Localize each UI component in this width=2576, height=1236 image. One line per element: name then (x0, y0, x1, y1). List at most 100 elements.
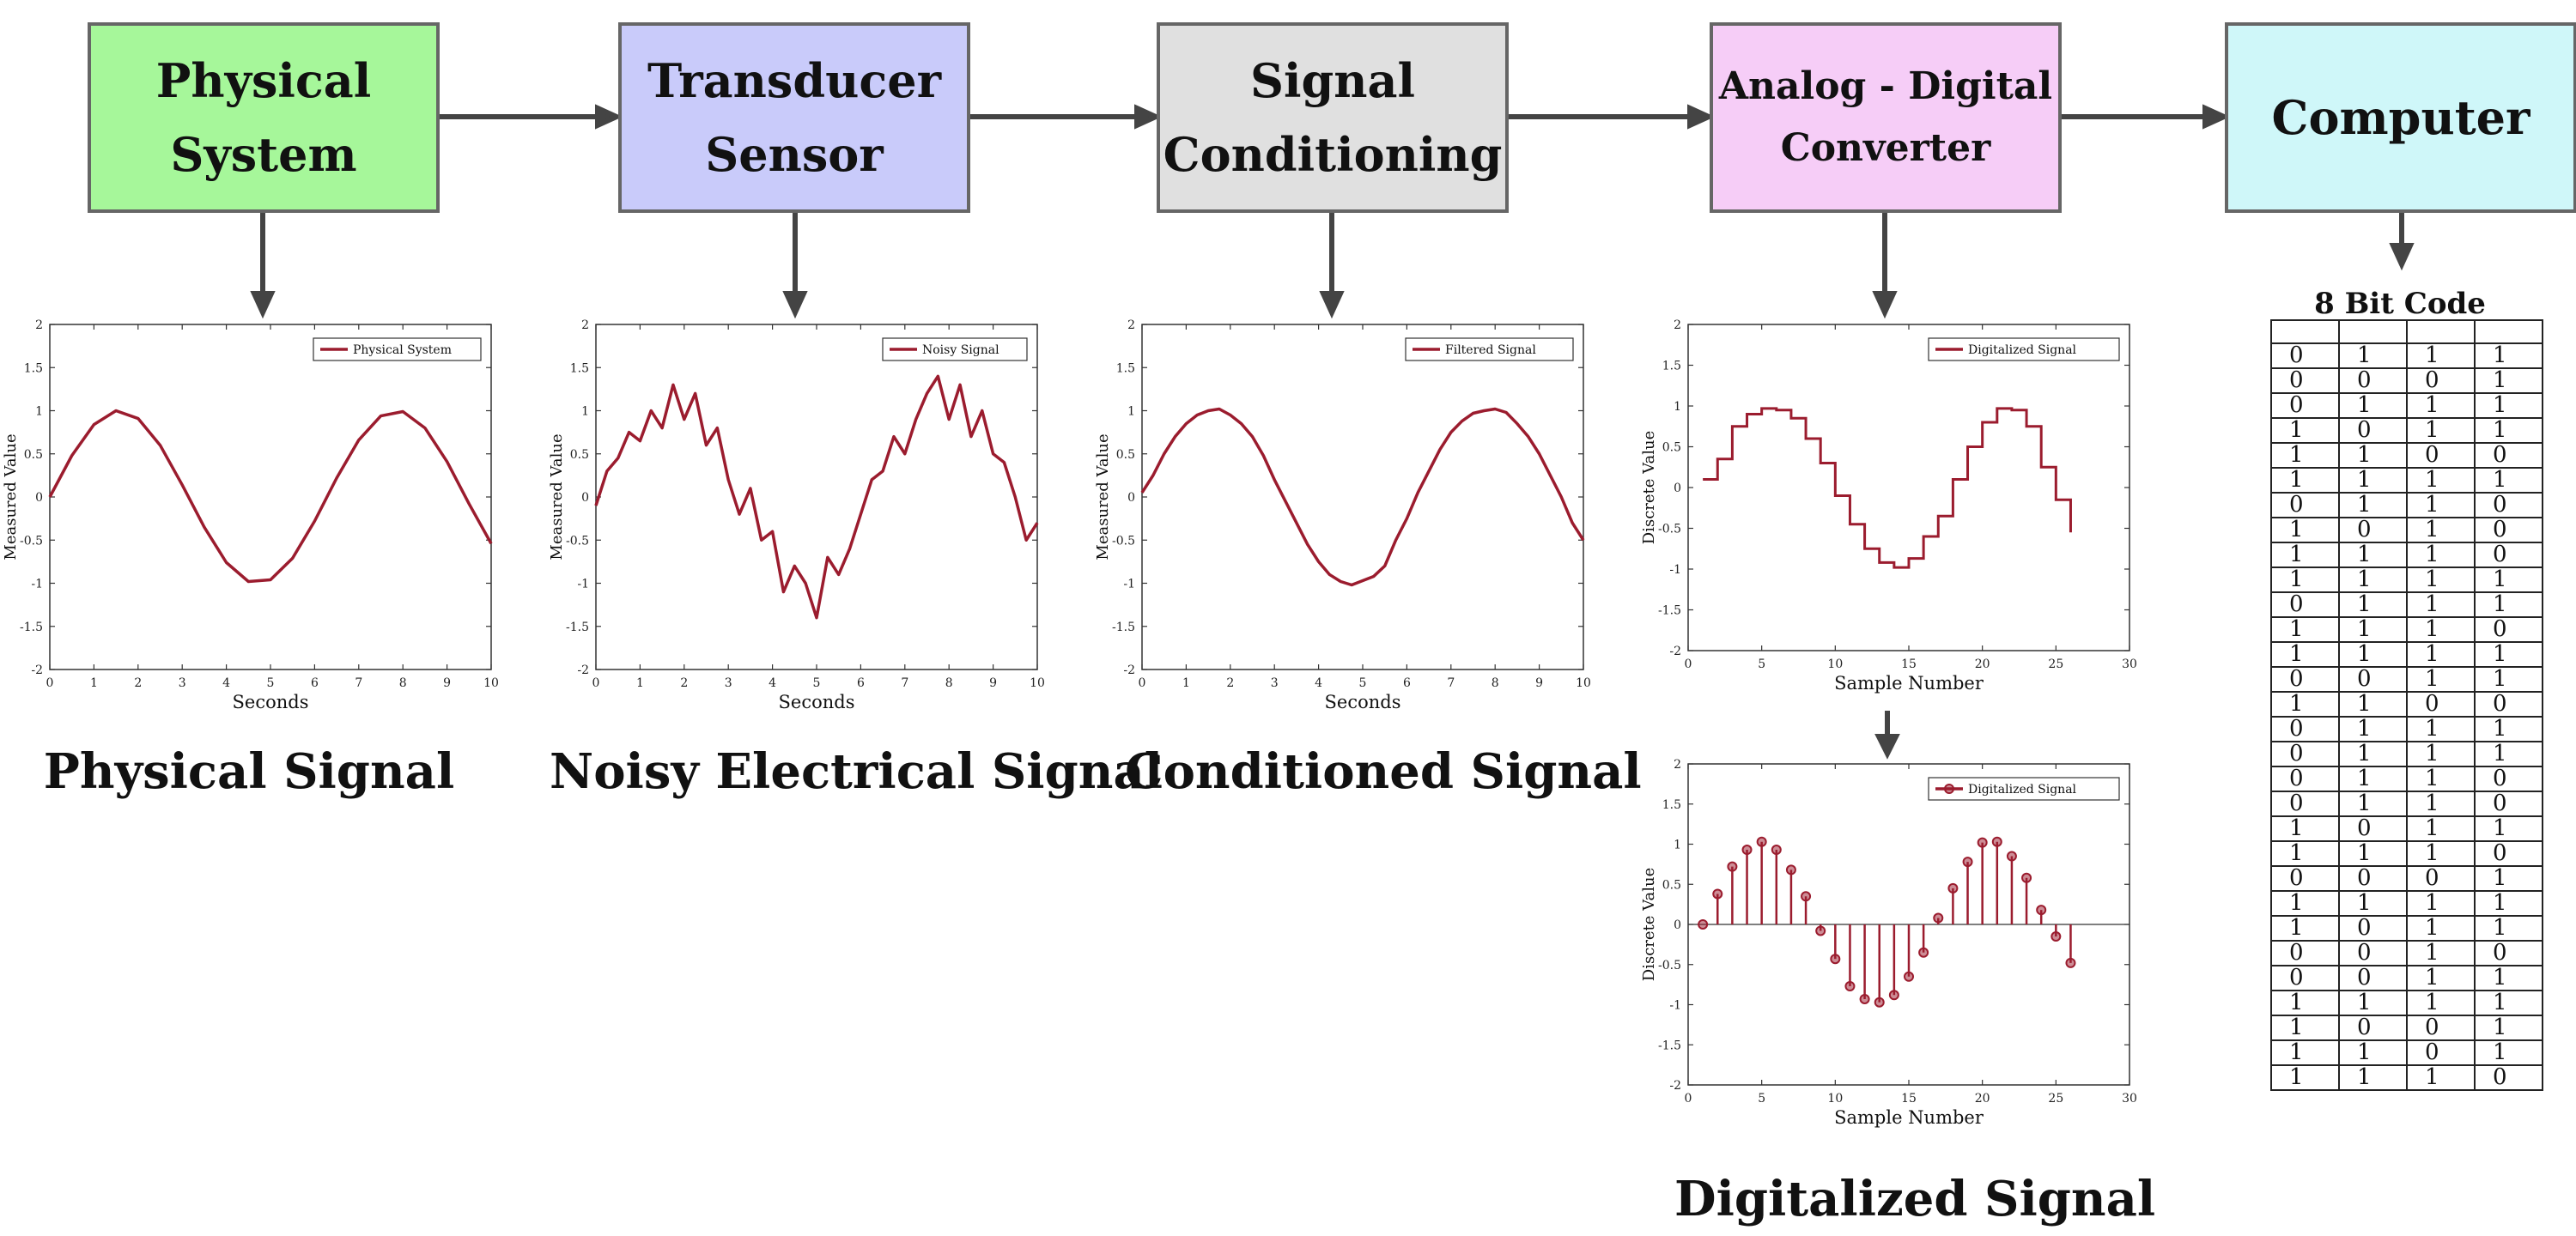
arrowhead-4 (2202, 104, 2231, 130)
x-tick-label: 30 (2122, 1092, 2137, 1106)
bit-cell: 1 (2474, 865, 2543, 892)
x-tick-label: 3 (179, 676, 186, 690)
y-tick-label: 0.5 (1662, 441, 1681, 455)
x-tick-label: 9 (443, 676, 451, 690)
bit-cell: 0 (2474, 517, 2543, 543)
bit-cell: 1 (2474, 890, 2543, 917)
y-tick-label: -2 (31, 663, 43, 677)
y-axis-label: Measured Value (1094, 433, 1112, 560)
block-label: Analog - Digital Converter (1718, 64, 2053, 170)
x-tick-label: 2 (1226, 676, 1234, 690)
x-axis-label: Sample Number (1834, 673, 1984, 694)
bit-cell: 1 (2406, 965, 2476, 991)
bit-cell: 1 (2270, 442, 2340, 469)
bit-cell: 1 (2474, 367, 2543, 394)
bit-cell: 0 (2270, 342, 2340, 369)
bit-cell: 1 (2406, 666, 2476, 693)
y-tick-label: 0.5 (1662, 878, 1681, 892)
bit-cell: 0 (2406, 442, 2476, 469)
bit-cell: 1 (2406, 392, 2476, 419)
y-axis-label: Measured Value (548, 433, 566, 560)
bit-cell: 0 (2338, 1015, 2408, 1041)
y-tick-label: 0 (581, 491, 589, 505)
y-tick-label: 0.5 (570, 448, 589, 462)
stem-marker (2021, 872, 2032, 883)
y-tick-label: -1.5 (1112, 621, 1135, 634)
bit-cell: 1 (2406, 815, 2476, 842)
stem-marker (1991, 836, 2002, 847)
x-axis-label: Seconds (779, 692, 855, 712)
x-tick-label: 4 (1315, 676, 1322, 690)
bit-cell: 1 (2338, 766, 2408, 792)
y-tick-label: -2 (577, 663, 589, 677)
bit-cell: 0 (2338, 865, 2408, 892)
bit-cell: 1 (2406, 467, 2476, 494)
series-line (1140, 407, 1585, 587)
bit-cell: 1 (2474, 566, 2543, 593)
y-tick-label: 1.5 (1662, 360, 1681, 373)
legend-label: Digitalized Signal (1968, 783, 2077, 797)
bit-cell: 1 (2270, 1039, 2340, 1066)
bit-cell: 1 (2474, 1039, 2543, 1066)
legend-label: Filtered Signal (1445, 343, 1536, 357)
bit-cell: 0 (2406, 865, 2476, 892)
x-tick-label: 10 (1030, 676, 1045, 690)
x-axis-label: Seconds (1325, 692, 1401, 712)
block-transducer-sensor: Transducer Sensor (618, 22, 970, 213)
stem-marker (2065, 957, 2076, 968)
bit-cell: 1 (2338, 492, 2408, 518)
x-tick-label: 1 (636, 676, 644, 690)
bit-cell: 1 (2270, 542, 2340, 568)
bit-cell: 1 (2270, 641, 2340, 668)
x-tick-label: 6 (857, 676, 865, 690)
y-tick-label: 2 (1127, 318, 1135, 332)
y-tick-label: -1 (577, 578, 589, 591)
stem-marker (2050, 931, 2062, 942)
stem-marker (1801, 891, 1812, 902)
bit-cell: 0 (2270, 716, 2340, 742)
y-tick-label: 1 (1127, 405, 1135, 419)
bit-cell: 0 (2474, 691, 2543, 718)
bit-cell: 0 (2270, 492, 2340, 518)
y-tick-label: 0.5 (24, 448, 43, 462)
bit-cell: 1 (2474, 915, 2543, 942)
x-tick-label: 0 (1685, 657, 1692, 671)
bit-cell: 1 (2406, 840, 2476, 867)
y-tick-label: -1 (1669, 563, 1681, 577)
x-tick-label: 2 (680, 676, 688, 690)
x-tick-label: 5 (1758, 1092, 1765, 1106)
legend-label: Noisy Signal (922, 343, 999, 357)
stem-marker (1859, 993, 1870, 1004)
bit-cell: 0 (2270, 766, 2340, 792)
bit-cell: 0 (2270, 666, 2340, 693)
bit-cell: 1 (2474, 990, 2543, 1016)
x-tick-label: 10 (1827, 1092, 1843, 1106)
y-tick-label: -1 (1123, 578, 1135, 591)
y-tick-label: -2 (1669, 645, 1681, 658)
y-tick-label: 1.5 (570, 361, 589, 375)
y-tick-label: -2 (1669, 1079, 1681, 1093)
arrowhead-2 (1134, 104, 1163, 130)
bit-cell: 1 (2474, 342, 2543, 369)
block-label: Signal Conditioning (1163, 53, 1503, 182)
y-tick-label: 1 (1674, 400, 1681, 414)
bit-cell: 0 (2270, 940, 2340, 966)
y-tick-label: -0.5 (1112, 534, 1135, 548)
caption-digitalized-signal: Digitalized Signal (1674, 1171, 2156, 1227)
bit-cell (2270, 319, 2340, 344)
y-tick-label: -0.5 (1658, 523, 1681, 536)
bit-cell: 0 (2338, 367, 2408, 394)
